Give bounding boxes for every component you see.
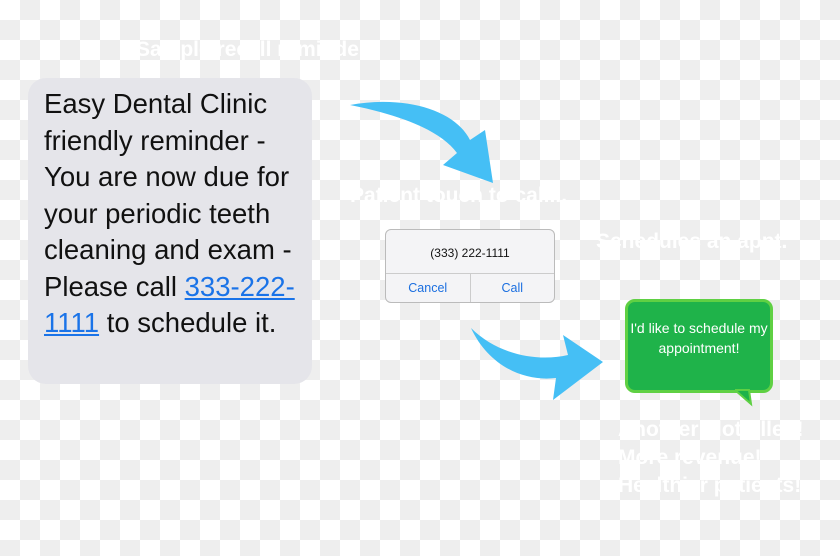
cancel-button[interactable]: Cancel bbox=[386, 274, 471, 302]
arrow-icon bbox=[471, 328, 603, 400]
caption-outcome-2: More revenue! bbox=[618, 446, 762, 469]
call-dialog: (333) 222-1111 Cancel Call bbox=[385, 229, 555, 303]
reply-text: I'd like to schedule my appointment! bbox=[630, 320, 768, 356]
sms-text: Easy Dental Clinic friendly reminder - Y… bbox=[44, 88, 292, 302]
sms-message: Easy Dental Clinic friendly reminder - Y… bbox=[44, 86, 314, 342]
sms-text-end: to schedule it. bbox=[99, 307, 277, 338]
caption-touch: Patient touch to call... bbox=[350, 184, 568, 207]
caption-outcome-3: Healthier patients! bbox=[618, 474, 802, 497]
sms-bubble bbox=[28, 78, 312, 384]
bubble-tail-icon bbox=[735, 389, 753, 407]
arrow-icon bbox=[350, 101, 493, 183]
reply-bubble: I'd like to schedule my appointment! bbox=[625, 299, 773, 393]
caption-schedules: Schedules an appt. bbox=[596, 230, 788, 253]
caption-outcome-1: Another slot filled! bbox=[618, 418, 804, 441]
phone-link[interactable]: 333-222-1111 bbox=[44, 270, 295, 339]
dialog-number: (333) 222-1111 bbox=[430, 246, 510, 260]
caption-sample: Sample recall reminder bbox=[136, 38, 368, 61]
call-button[interactable]: Call bbox=[501, 281, 524, 295]
